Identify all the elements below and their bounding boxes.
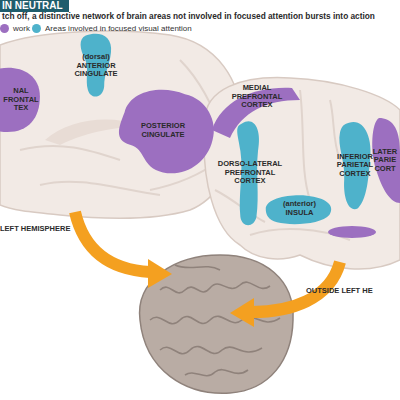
annotation: OUTSIDE LEFT HE <box>306 287 400 296</box>
legend-text: Areas involved in focused visual attenti… <box>45 24 192 33</box>
legend-swatch <box>32 24 41 33</box>
region-label: POSTERIOR CINGULATE <box>131 122 195 139</box>
legend-item: Areas involved in focused visual attenti… <box>32 23 192 33</box>
brain-region: (anterior) INSULA <box>262 190 337 228</box>
brain-region: (dorsal) ANTERIOR CINGULATE <box>62 32 130 100</box>
region-label: (anterior) INSULA <box>272 200 328 217</box>
region-label: NAL FRONTAL TEX <box>0 87 42 113</box>
brain-region: LATER PARIE CORT <box>370 118 400 203</box>
legend-swatch <box>0 24 9 33</box>
region-fill <box>266 195 332 224</box>
annotation: MEDIAL PREFRONTAL CORTEX <box>228 84 286 110</box>
banner-title: IN NEUTRAL <box>0 0 69 12</box>
region-fill <box>119 90 214 174</box>
annotation: LEFT HEMISPHERE <box>0 225 90 234</box>
region-label: LATER PARIE CORT <box>370 148 400 174</box>
subtitle: tch off, a distinctive network of brain … <box>2 12 400 22</box>
arrow-head <box>230 298 254 327</box>
lateral-brain <box>204 78 400 269</box>
default-network-area <box>328 226 376 238</box>
region-label: (dorsal) ANTERIOR CINGULATE <box>63 53 129 79</box>
arrow-head <box>148 259 172 288</box>
brain-fold <box>20 60 225 195</box>
legend-text: work <box>13 24 30 33</box>
orange-arrow <box>75 212 150 272</box>
medial-brain <box>0 31 241 218</box>
brain-region: NAL FRONTAL TEX <box>0 65 42 135</box>
legend-item: work <box>0 23 30 33</box>
brain-fold <box>150 265 280 376</box>
region-label: DORSO-LATERAL PREFRONTAL CORTEX <box>211 160 289 186</box>
brain-region: POSTERIOR CINGULATE <box>108 85 218 177</box>
whole-brain <box>140 255 294 393</box>
